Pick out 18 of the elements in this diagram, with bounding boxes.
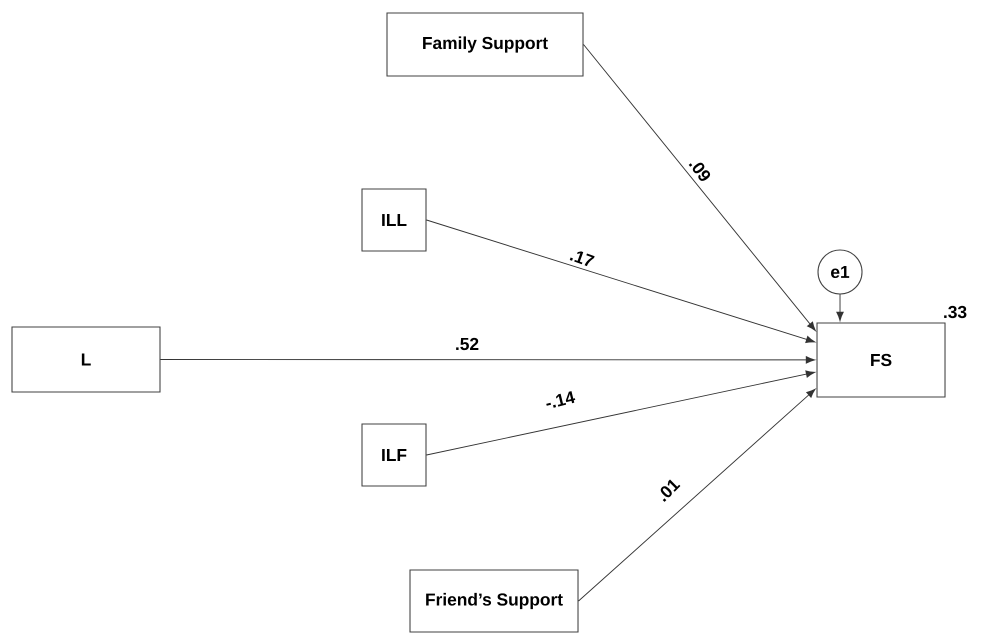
variable-box: ILF: [361, 423, 427, 487]
arrow: [578, 388, 816, 602]
variable-box: FS: [816, 322, 946, 398]
variable-box: L: [11, 326, 161, 393]
variable-box: Friend’s Support: [409, 569, 579, 633]
edge-label: .17: [570, 251, 595, 266]
arrow: [426, 220, 816, 343]
edge-label: .52: [456, 338, 478, 350]
edge-label: .01: [660, 480, 680, 502]
edge-label: .09: [688, 162, 710, 181]
r-squared-label: .33: [944, 306, 966, 318]
arrow: [583, 44, 816, 331]
arrow: [160, 356, 816, 364]
edge-label: -.14: [546, 391, 576, 408]
arrow: [426, 370, 816, 456]
arrow: [836, 294, 844, 322]
variable-box: ILL: [361, 188, 427, 252]
variable-box: Family Support: [386, 12, 584, 77]
